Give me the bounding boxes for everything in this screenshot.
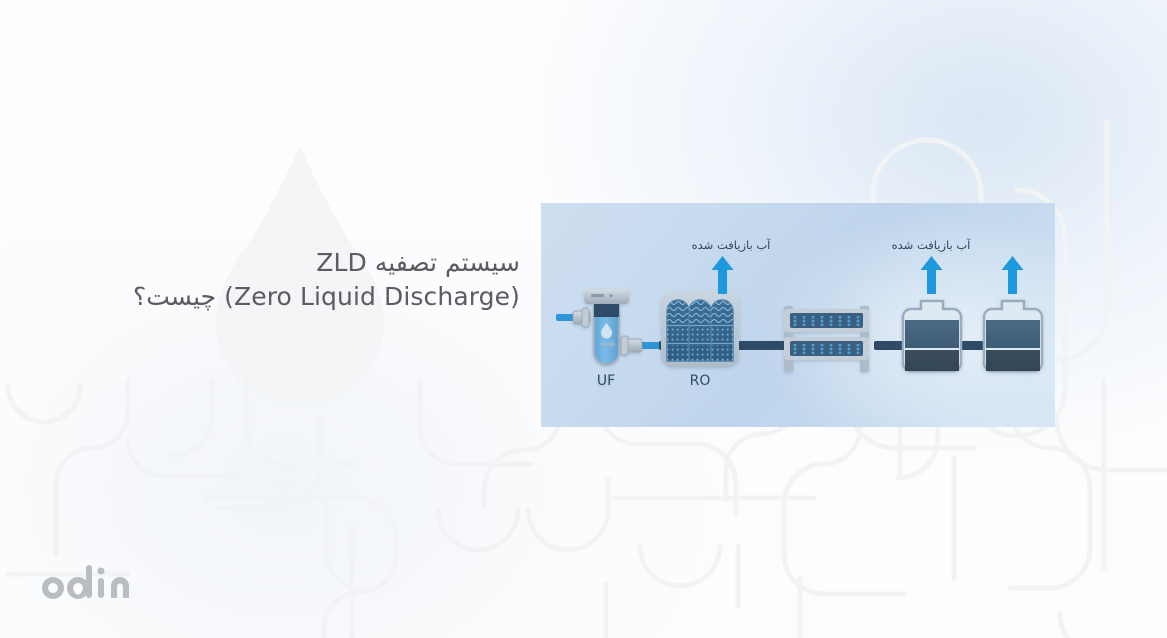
process-diagram-svg: UF <box>556 238 1044 389</box>
rack-shelf-bottom <box>784 337 869 360</box>
callout-ro: آب بازیافت شده <box>692 238 772 294</box>
uf-indicator-light <box>609 294 613 298</box>
ro-vessel-1 <box>666 299 690 362</box>
stage-label-ro: RO <box>690 373 711 389</box>
ro-vessel-2 <box>688 299 712 362</box>
tank-1-level-upper <box>905 320 959 348</box>
uf-flow-arrow-icon <box>600 340 616 349</box>
tank-1-level-lower <box>905 350 959 371</box>
uf-vessel-cap <box>594 304 619 317</box>
page-title-line-2: (Zero Liquid Discharge) چیست؟ <box>132 282 520 311</box>
up-arrow-icon-ro <box>711 256 734 294</box>
up-arrow-icon-tank-1 <box>920 256 943 294</box>
tank-2-level-upper <box>986 320 1040 348</box>
rack-shelf-top <box>784 309 869 332</box>
callout-tank-1: آب بازیافت شده <box>892 238 972 294</box>
uf-inlet-valve <box>572 307 591 328</box>
callout-label-tank-1: آب بازیافت شده <box>892 238 972 253</box>
pipe-ro-to-rack <box>738 341 786 350</box>
uf-water-drop-icon <box>600 323 613 339</box>
stage-tank-2 <box>982 299 1044 373</box>
page-title-line-1: سیستم تصفیه ZLD <box>316 248 520 277</box>
logo-water-drop-icon <box>74 584 82 595</box>
ro-vessel-3 <box>710 299 734 362</box>
up-arrow-icon-tank-2 <box>1001 256 1024 294</box>
brand-logo-abin: abin <box>42 565 129 599</box>
uf-outlet-valve <box>620 335 643 356</box>
tank-2-level-lower <box>986 350 1040 371</box>
stage-label-uf: UF <box>597 373 615 389</box>
zld-process-diagram: UF <box>541 203 1055 427</box>
stage-uf: UF <box>572 289 643 389</box>
stage-tank-1 <box>901 299 963 373</box>
uf-control-box <box>584 289 629 304</box>
stage-ro: RO <box>661 291 739 389</box>
callout-label-ro: آب بازیافت شده <box>692 238 772 253</box>
uf-display-strip <box>591 294 604 298</box>
page-title: سیستم تصفیه ZLD (Zero Liquid Discharge) … <box>40 246 520 314</box>
stage-evaporator-rack <box>784 306 869 372</box>
